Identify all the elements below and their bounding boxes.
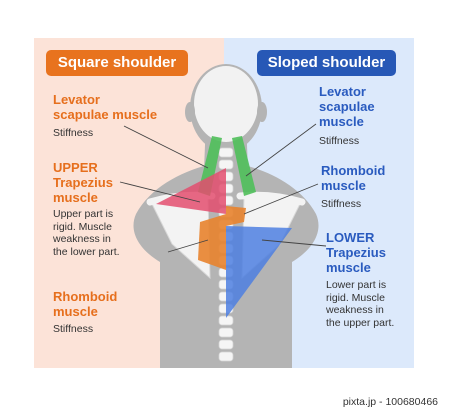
upper-trapezius-title-line1: UPPER — [53, 160, 98, 175]
leader-levator-right — [245, 123, 317, 177]
upper-trapezius-desc-line3: weakness in — [53, 233, 111, 245]
left-rhomboid-title-line1: Rhomboid — [53, 289, 118, 304]
upper-trapezius-desc-line1: Upper part is — [53, 208, 114, 220]
leader-rhomboid-left — [167, 239, 209, 253]
right-rhomboid-desc: Stiffness — [321, 198, 362, 210]
upper-trapezius-title-line3: muscle — [53, 190, 98, 205]
right-levator-title-line3: muscle — [319, 114, 364, 129]
leader-lines — [119, 123, 327, 253]
lower-trapezius-title-line3: muscle — [326, 260, 371, 275]
leader-upper-trapezius — [119, 181, 201, 203]
right-ear — [257, 102, 267, 122]
lower-trapezius-title-line1: LOWER — [326, 230, 375, 245]
stock-id-footer: pixta.jp - 100680466 — [342, 396, 438, 408]
left-levator-title-line1: Levator — [53, 92, 100, 107]
lower-trapezius-desc-line4: the upper part. — [326, 316, 395, 329]
right-rhomboid-title-line1: Rhomboid — [321, 163, 386, 178]
lower-trapezius-desc-line2: rigid. Muscle — [326, 291, 385, 304]
rhomboid-muscle — [198, 214, 226, 270]
left-levator-desc: Stiffness — [53, 127, 94, 139]
upper-trapezius-desc-line4: the lower part. — [53, 245, 120, 258]
right-levator-desc: Stiffness — [319, 135, 360, 147]
upper-trapezius-muscle — [156, 168, 226, 214]
head-highlight — [194, 66, 258, 142]
lower-trapezius-muscle — [226, 226, 292, 318]
left-rhomboid-desc: Stiffness — [53, 323, 94, 335]
sloped-shoulder-badge: Sloped shoulder — [257, 50, 396, 76]
upper-trapezius-title-line2: Trapezius — [53, 175, 113, 190]
leader-lower-trapezius — [261, 239, 327, 247]
right-levator-title-line1: Levator — [319, 84, 366, 99]
leader-levator-left — [123, 125, 209, 169]
lower-trapezius-desc-line1: Lower part is — [326, 279, 387, 291]
lower-trapezius-title-line2: Trapezius — [326, 245, 386, 260]
right-levator-title-line2: scapulae — [319, 99, 375, 114]
left-ear — [185, 102, 195, 122]
left-rhomboid-title-line2: muscle — [53, 304, 98, 319]
lower-trapezius-desc-line3: weakness in — [326, 304, 384, 316]
square-shoulder-badge: Square shoulder — [46, 50, 188, 76]
left-levator-title-line2: scapulae muscle — [53, 107, 158, 122]
levator-scapulae-right-muscle — [232, 136, 256, 196]
right-rhomboid-title-line2: muscle — [321, 178, 366, 193]
upper-trapezius-desc-line2: rigid. Muscle — [53, 220, 112, 233]
rhomboid-upper-muscle — [226, 206, 246, 226]
leader-rhomboid-right — [243, 183, 319, 215]
